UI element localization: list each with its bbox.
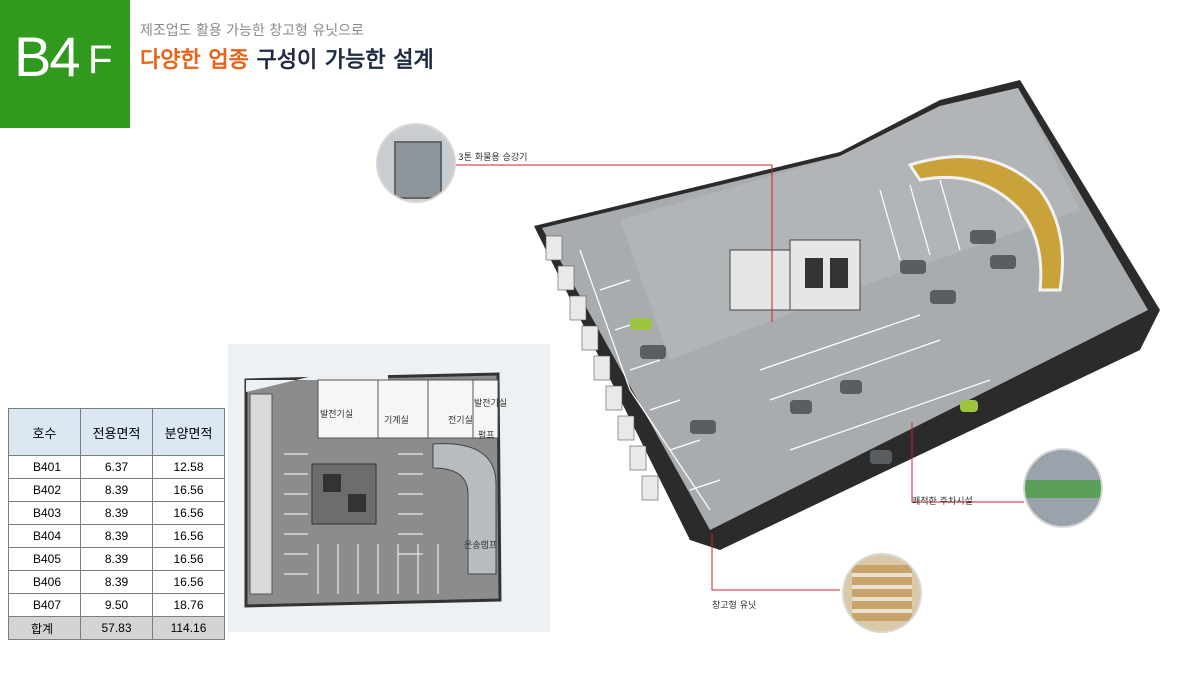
cell-total-exclusive: 57.83 <box>80 616 153 640</box>
warehouse-photo <box>842 553 922 633</box>
cell-sale: 12.58 <box>152 455 225 479</box>
page-subtitle: 제조업도 활용 가능한 창고형 유닛으로 <box>140 23 364 39</box>
header-sale-area: 분양면적 <box>152 408 225 456</box>
floor-badge: B4 F <box>0 0 130 128</box>
cell-sale: 16.56 <box>152 501 225 525</box>
cell-unit: B405 <box>8 547 81 571</box>
cell-unit: B404 <box>8 524 81 548</box>
header-exclusive-area: 전용면적 <box>80 408 153 456</box>
plan-ramp: 운송램프 <box>464 541 498 551</box>
cell-sale: 16.56 <box>152 570 225 594</box>
table-header-row: 호수 전용면적 분양면적 <box>8 408 225 456</box>
cell-total-sale: 114.16 <box>152 616 225 640</box>
plan-room-generator: 발전기실 <box>320 410 354 420</box>
cell-total-label: 합계 <box>8 616 81 640</box>
plan-room-electrical: 전기실 <box>448 416 473 426</box>
elevator-photo <box>376 123 456 203</box>
cell-sale: 16.56 <box>152 547 225 571</box>
floor-plan-2d <box>244 358 502 608</box>
elevator-callout-label: 3톤 화물용 승강기 <box>458 153 528 163</box>
plan-room-pump: 펌프 <box>478 431 495 441</box>
plan-room-generator-2: 발전기실 <box>474 399 508 409</box>
cell-unit: B402 <box>8 478 81 502</box>
floor-suffix: F <box>88 38 113 82</box>
cell-unit: B401 <box>8 455 81 479</box>
title-highlight: 다양한 업종 <box>140 48 249 73</box>
parking-callout-label: 쾌적한 주차시설 <box>912 497 973 507</box>
plan-room-mechanical: 기계실 <box>384 416 409 426</box>
title-rest: 구성이 가능한 설계 <box>248 48 434 73</box>
page-title: 다양한 업종 구성이 가능한 설계 <box>140 42 434 74</box>
cell-unit: B403 <box>8 501 81 525</box>
warehouse-callout-label: 창고형 유닛 <box>712 601 757 611</box>
header-unit: 호수 <box>8 408 81 456</box>
cell-sale: 16.56 <box>152 524 225 548</box>
floor-plan-3d <box>534 80 1160 550</box>
elevator-door-icon <box>394 141 442 199</box>
parking-photo <box>1023 448 1103 528</box>
parking-stripe-icon <box>1025 480 1101 498</box>
floor-level: B4 <box>14 25 80 88</box>
warehouse-shelf-icon <box>852 565 912 621</box>
